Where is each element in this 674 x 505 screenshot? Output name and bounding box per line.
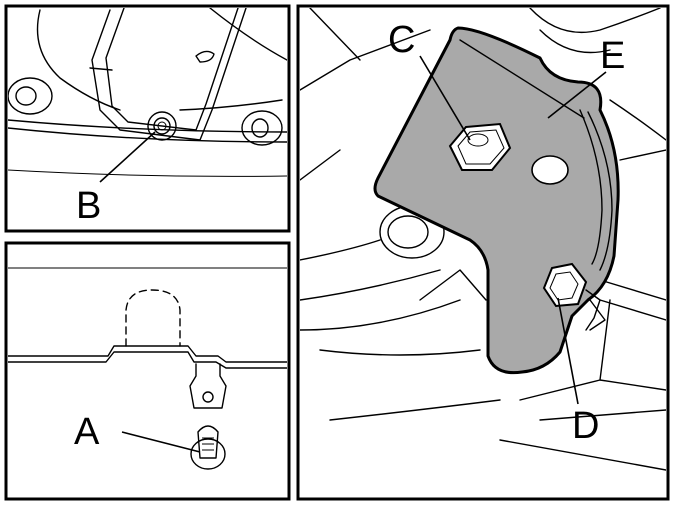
panel-top-left: B <box>4 4 291 233</box>
leader-c <box>419 55 471 141</box>
callout-d: D <box>572 405 599 447</box>
leader-d <box>557 297 579 405</box>
callout-b: B <box>76 185 101 227</box>
bolt-c <box>448 122 512 171</box>
leader-e <box>547 71 607 119</box>
bracket-hole <box>531 155 569 185</box>
leader-a <box>121 431 201 453</box>
bolt-d <box>542 262 601 331</box>
callout-c: C <box>388 19 415 61</box>
callout-a: A <box>74 411 100 453</box>
leader-b <box>99 131 156 183</box>
callout-e: E <box>600 35 625 77</box>
panel-right: C E D <box>296 4 670 501</box>
panel-bottom-left: A <box>4 241 291 501</box>
